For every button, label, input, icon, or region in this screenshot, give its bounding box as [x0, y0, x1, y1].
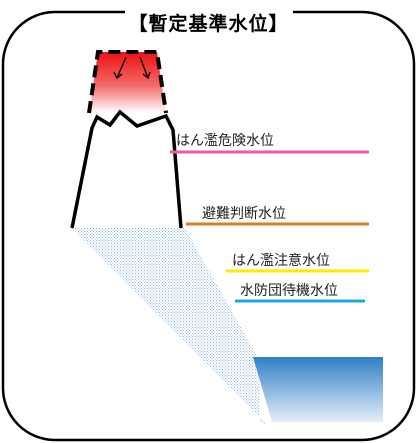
danger-zone-outline: [87, 50, 168, 114]
arrow-icon: [113, 56, 127, 80]
overflow-area: [72, 228, 268, 425]
water-body: [253, 357, 383, 422]
diagram-title: 【暫定基準水位】: [128, 13, 289, 35]
levee-outline: [70, 109, 183, 229]
caution-level-label: はん濫注意水位: [232, 253, 330, 269]
danger-level-label: はん濫危険水位: [176, 133, 274, 149]
evacuation-level-label: 避難判断水位: [202, 206, 286, 222]
arrow-icon: [139, 56, 151, 80]
standby-level-label: 水防団待機水位: [240, 283, 338, 299]
title-backdrop: [125, 2, 293, 32]
danger-zone: [89, 52, 166, 113]
